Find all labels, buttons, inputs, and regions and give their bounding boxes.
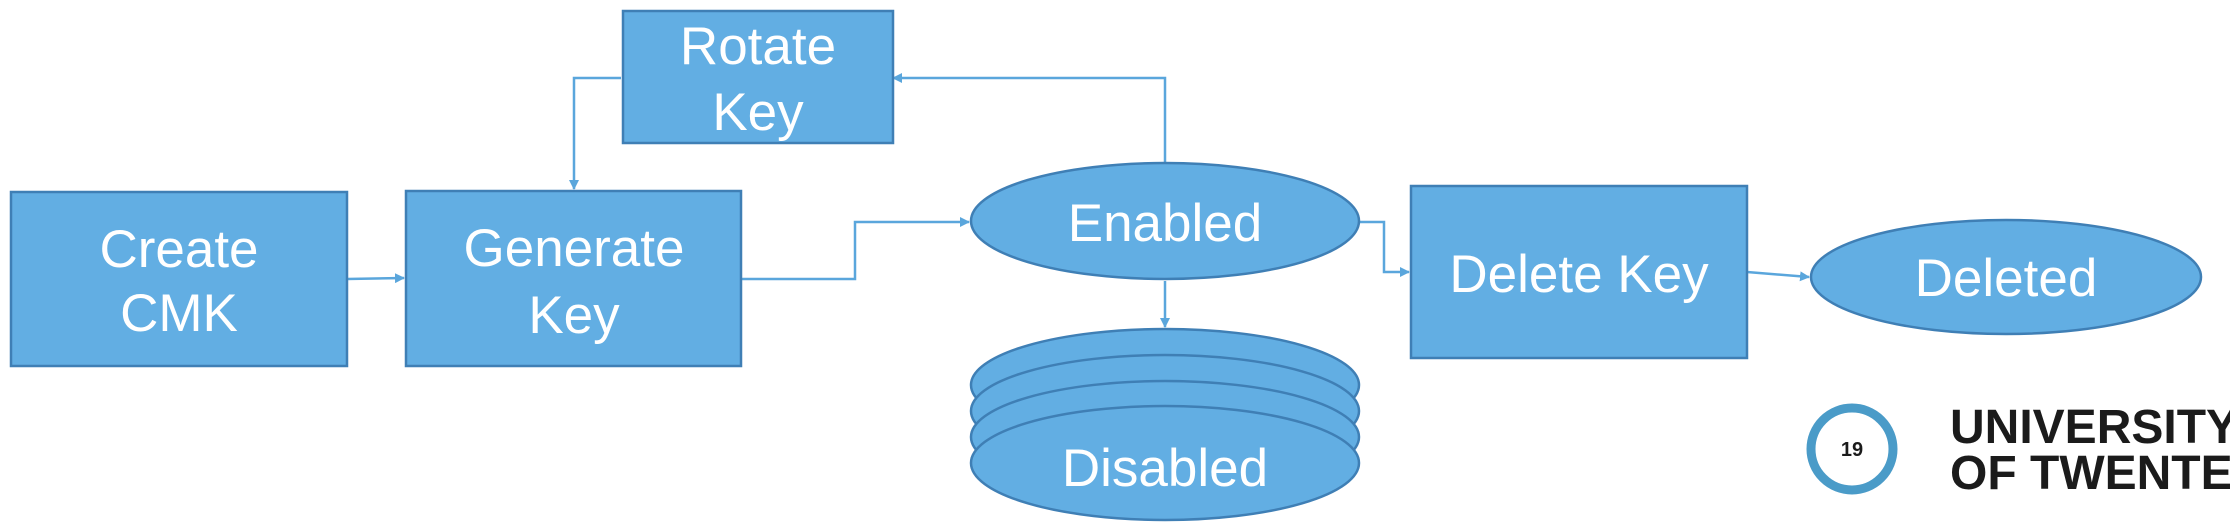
generate-key-node: Generate Key <box>404 189 743 368</box>
deleted-label: Deleted <box>1915 249 2098 308</box>
generate-key-label-line2: Key <box>528 286 620 345</box>
disabled-node: Disabled <box>969 327 1361 522</box>
create-cmk-label-line2: CMK <box>120 284 238 343</box>
disabled-stack-layer-4 <box>969 404 1361 522</box>
delete-key-label: Delete Key <box>1449 245 1709 304</box>
connector-enabled-to-rotate <box>892 73 1167 162</box>
page-number-badge: 19 <box>1806 403 1898 495</box>
create-cmk-node: Create CMK <box>9 190 349 368</box>
connectors <box>346 73 1810 328</box>
disabled-label: Disabled <box>1062 439 1268 498</box>
connector-generate-to-enabled <box>741 217 970 281</box>
connector-enabled-to-delete <box>1359 220 1410 277</box>
university-logo: UNIVERSITY OF TWENTE. <box>1950 401 2230 500</box>
rotate-key-label-line2: Key <box>712 83 804 142</box>
logo-line1: UNIVERSITY <box>1950 401 2230 454</box>
deleted-node: Deleted <box>1809 218 2203 336</box>
page-number: 19 <box>1841 439 1863 461</box>
logo-line2: OF TWENTE. <box>1950 447 2230 500</box>
rotate-key-node: Rotate Key <box>621 9 895 145</box>
connector-delete-to-deleted <box>1746 270 1810 282</box>
delete-key-node: Delete Key <box>1409 184 1749 360</box>
create-cmk-label-line1: Create <box>99 220 258 279</box>
connector-create-to-generate <box>346 273 405 284</box>
enabled-label: Enabled <box>1068 194 1263 253</box>
enabled-node: Enabled <box>969 161 1361 281</box>
page-number-ring-icon <box>1806 403 1898 495</box>
rotate-key-label-line1: Rotate <box>680 17 836 76</box>
generate-key-label-line1: Generate <box>464 219 685 278</box>
connector-rotate-to-generate <box>569 76 621 190</box>
